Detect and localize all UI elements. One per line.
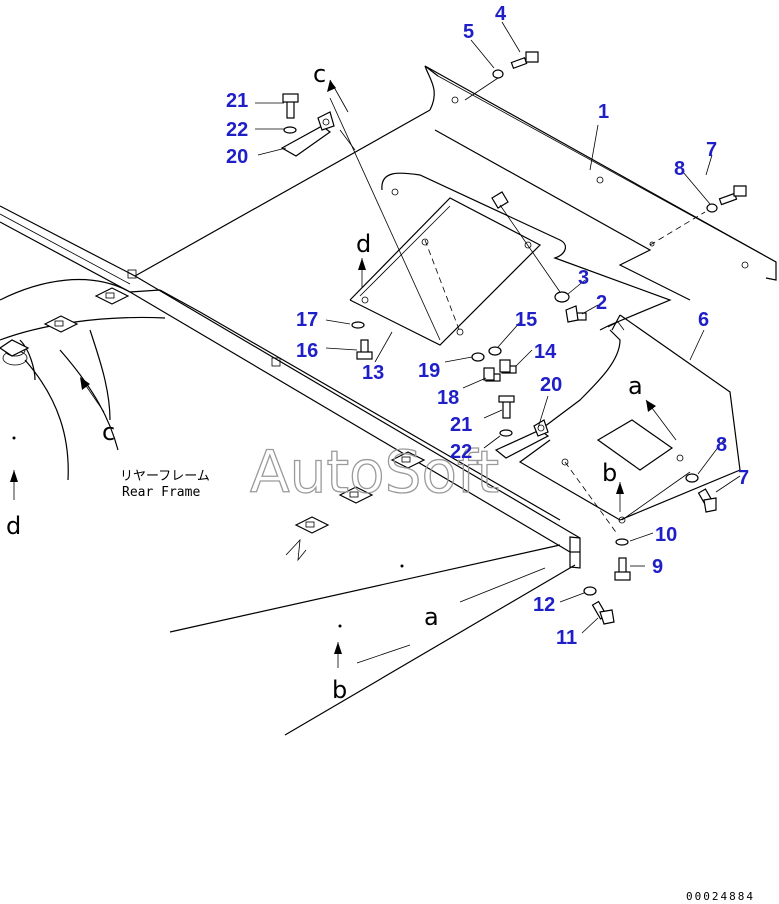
- washer-12: [583, 586, 597, 596]
- callout-22-upper: 22: [226, 119, 248, 141]
- washer-19: [471, 352, 485, 362]
- callout-18: 18: [437, 387, 459, 409]
- callout-13: 13: [362, 362, 384, 384]
- callout-14: 14: [534, 341, 557, 363]
- washer-15: [488, 346, 502, 356]
- callout-4: 4: [495, 3, 507, 25]
- ref-c-lower: c: [102, 418, 115, 446]
- ref-d-upper: d: [356, 230, 371, 258]
- frame-pad: [294, 516, 330, 534]
- callout-8-upper: 8: [674, 158, 685, 180]
- ref-b-lower: b: [332, 676, 347, 704]
- callout-11: 11: [556, 627, 577, 649]
- callout-19: 19: [418, 360, 440, 382]
- ref-a-upper: a: [628, 372, 643, 400]
- bolt-16: [356, 339, 373, 360]
- bolt-2: [565, 305, 587, 323]
- washer-5: [492, 69, 504, 79]
- washer-17: [351, 321, 365, 329]
- view-arrows: [10, 79, 677, 668]
- ref-a-lower: a: [424, 603, 439, 631]
- callout-7-lower: 7: [738, 467, 749, 489]
- washer-3: [554, 291, 570, 303]
- ref-c-upper: c: [313, 60, 326, 88]
- bracket-20-lower: [494, 419, 550, 459]
- callout-22-lower: 22: [450, 441, 472, 463]
- bolt-7-upper: [718, 185, 747, 206]
- callout-1: 1: [598, 101, 609, 123]
- callout-17: 17: [296, 309, 318, 331]
- callout-8-lower: 8: [716, 434, 727, 456]
- frame-pad: [43, 315, 79, 333]
- ref-b-upper: b: [602, 459, 617, 487]
- callout-21-upper: 21: [226, 90, 248, 112]
- washer-22-lower: [499, 429, 513, 437]
- callout-3: 3: [578, 267, 589, 289]
- bolt-4: [510, 51, 539, 69]
- callout-6: 6: [698, 309, 709, 331]
- callout-16: 16: [296, 340, 318, 362]
- cover-plate-1: [134, 65, 777, 346]
- washer-10: [615, 538, 629, 546]
- rear-frame-label-en: Rear Frame: [122, 485, 200, 500]
- cover-plate-6: [518, 314, 741, 524]
- callout-20-upper: 20: [226, 146, 248, 168]
- frame-pad: [94, 287, 130, 305]
- alignment-lines: [329, 77, 706, 536]
- washer-8-lower: [685, 473, 699, 483]
- view-reference-letters: a a b b c c d d: [6, 60, 643, 704]
- bolt-18: [483, 367, 501, 382]
- callout-20-lower: 20: [540, 374, 562, 396]
- bolt-14: [499, 359, 517, 374]
- bolt-21-upper: [282, 93, 299, 119]
- washer-8-upper: [706, 203, 718, 213]
- rear-frame-label-jp: リヤーフレーム: [120, 469, 210, 484]
- frame-pad: [338, 486, 374, 504]
- callout-numbers: 1 2 3 4 5 6 7 7 8 8 9 10 11 12 13 14 15 …: [226, 3, 749, 649]
- callout-5: 5: [463, 21, 474, 43]
- callout-15: 15: [515, 309, 537, 331]
- callout-7-upper: 7: [706, 139, 717, 161]
- bolt-9: [614, 557, 631, 581]
- ref-d-lower: d: [6, 512, 21, 540]
- callout-21-lower: 21: [450, 414, 472, 436]
- bolt-11: [591, 600, 615, 625]
- document-number: 00024884: [686, 890, 755, 903]
- frame-pad: [0, 339, 30, 357]
- rear-frame: [0, 205, 581, 736]
- bolt-7-lower: [697, 488, 717, 513]
- bracket-20-upper: [280, 111, 335, 157]
- callout-10: 10: [655, 524, 677, 546]
- callout-2: 2: [596, 292, 607, 314]
- frame-pad: [390, 451, 426, 469]
- leader-lines: [255, 21, 741, 634]
- bolt-21-lower: [498, 395, 515, 419]
- hardware: [280, 51, 747, 625]
- callout-12: 12: [533, 594, 555, 616]
- callout-9: 9: [652, 556, 663, 578]
- washer-22-upper: [283, 126, 297, 134]
- watermark: AutoSoft: [250, 438, 499, 506]
